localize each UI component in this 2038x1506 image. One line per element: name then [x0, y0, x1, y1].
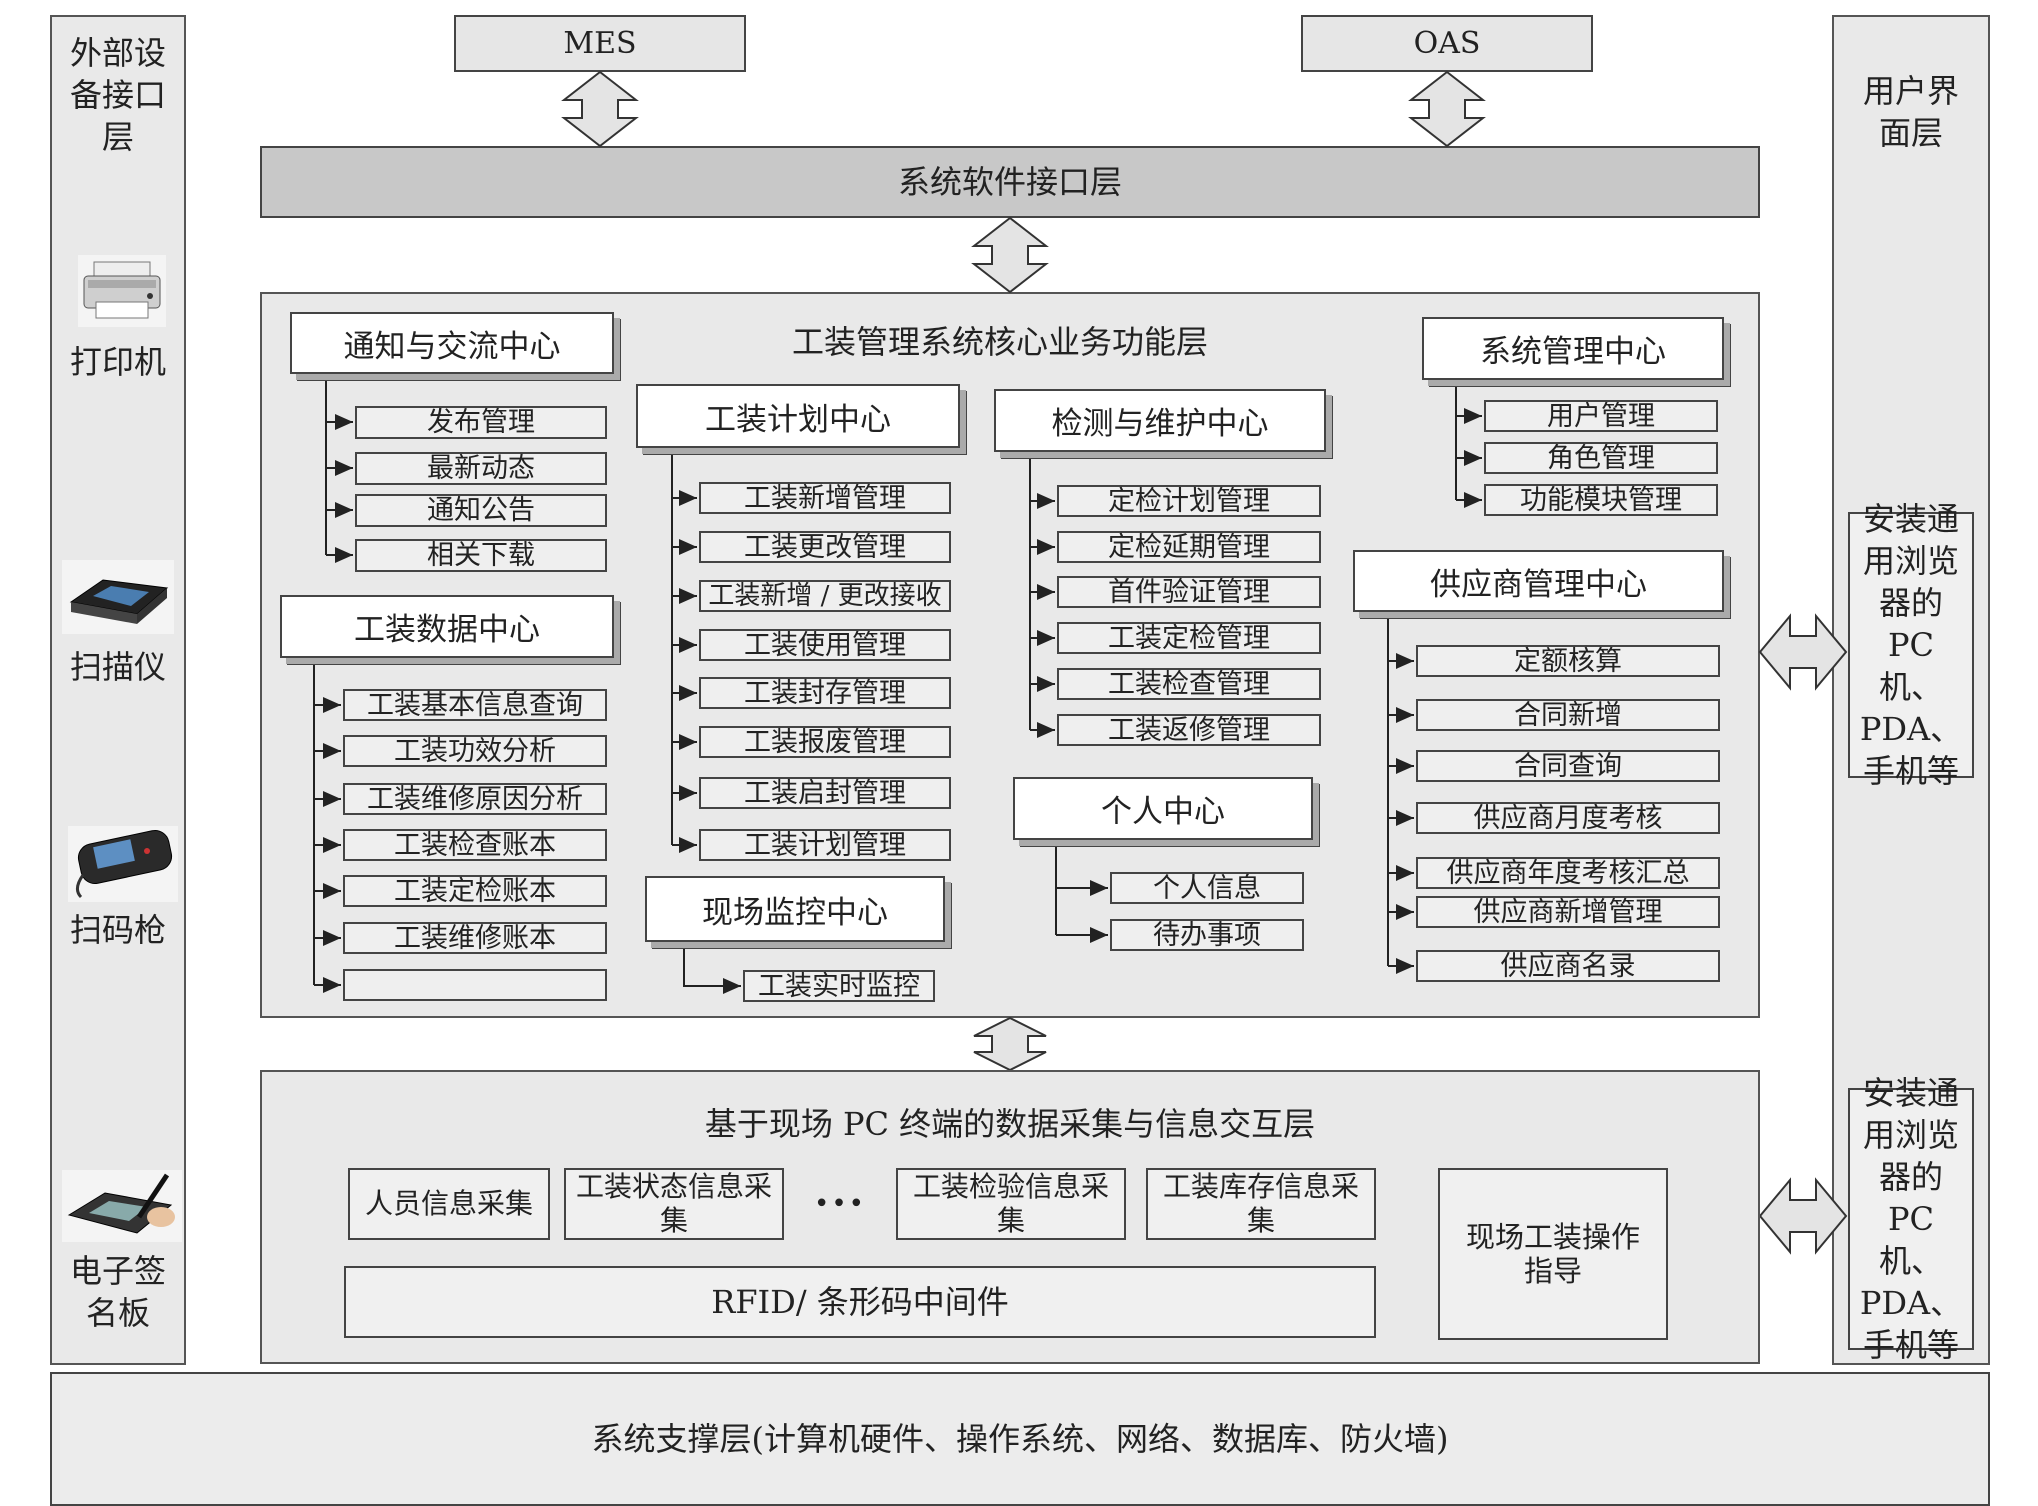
collect-box-inventory: 工装库存信息采集 [1146, 1168, 1376, 1240]
maint-item-5: 工装返修管理 [1057, 714, 1321, 746]
plan-item-5: 工装报废管理 [699, 726, 951, 758]
supplier-item-2: 合同查询 [1416, 750, 1720, 782]
device-label-scanner: 扫描仪 [69, 648, 166, 686]
system-support-layer: 系统支撑层(计算机硬件、操作系统、网络、数据库、防火墙) [50, 1372, 1990, 1506]
device-label-barcode-scanner: 扫码枪 [69, 911, 166, 949]
supplier-item-0: 定额核算 [1416, 645, 1720, 677]
data-item-1: 工装功效分析 [343, 735, 607, 767]
supplier-item-5: 供应商新增管理 [1416, 896, 1720, 928]
onsite-operation-guide: 现场工装操作指导 [1438, 1168, 1668, 1340]
data-collection-layer-title: 基于现场 PC 终端的数据采集与信息交互层 [704, 1105, 1316, 1143]
plan-item-1: 工装更改管理 [699, 531, 951, 563]
personal-item-todo: 待办事项 [1110, 919, 1304, 951]
plan-center-header: 工装计划中心 [636, 384, 960, 448]
signature-pad-icon [62, 1170, 182, 1242]
supplier-item-4: 供应商年度考核汇总 [1416, 857, 1720, 889]
plan-item-6: 工装启封管理 [699, 777, 951, 809]
collect-box-inspection: 工装检验信息采集 [896, 1168, 1126, 1240]
data-item-0: 工装基本信息查询 [343, 689, 607, 721]
supplier-item-1: 合同新增 [1416, 699, 1720, 731]
maint-item-2: 首件验证管理 [1057, 576, 1321, 608]
notice-item-announcement: 通知公告 [355, 494, 607, 527]
barcode-scanner-icon [68, 826, 178, 902]
maint-item-1: 定检延期管理 [1057, 531, 1321, 563]
double-arrow-interface-core [971, 216, 1049, 294]
data-item-3: 工装检查账本 [343, 829, 607, 861]
device-label-signature-pad: 电子签名板 [69, 1252, 166, 1332]
maintenance-center-header: 检测与维护中心 [994, 389, 1326, 452]
double-arrow-collect-ui [1758, 1177, 1848, 1255]
collect-box-personnel: 人员信息采集 [348, 1168, 550, 1240]
supplier-center-header: 供应商管理中心 [1353, 550, 1724, 612]
system-item-module: 功能模块管理 [1484, 484, 1718, 516]
monitor-center-header: 现场监控中心 [645, 876, 945, 942]
external-device-layer-title: 外部设备接口层 [69, 34, 166, 156]
data-item-2: 工装维修原因分析 [343, 783, 607, 815]
double-arrow-core-ui [1758, 613, 1848, 691]
plan-item-0: 工装新增管理 [699, 482, 951, 514]
system-item-user: 用户管理 [1484, 400, 1718, 432]
maint-item-4: 工装检查管理 [1057, 668, 1321, 700]
plan-item-2: 工装新增 / 更改接收 [699, 580, 951, 612]
supplier-item-3: 供应商月度考核 [1416, 802, 1720, 834]
personal-item-info: 个人信息 [1110, 872, 1304, 904]
collect-box-status: 工装状态信息采集 [564, 1168, 784, 1240]
device-label-printer: 打印机 [69, 343, 166, 381]
notice-center-header: 通知与交流中心 [290, 312, 614, 374]
double-arrow-core-collect [973, 1016, 1047, 1072]
rfid-barcode-middleware: RFID/ 条形码中间件 [344, 1266, 1376, 1338]
notice-item-publish: 发布管理 [355, 406, 607, 439]
plan-item-4: 工装封存管理 [699, 677, 951, 709]
scanner-icon [62, 560, 174, 634]
user-interface-layer-title: 用户界面层 [1862, 72, 1959, 152]
browser-devices-box-1: 安装通用浏览器的PC机、PDA、手机等 [1848, 500, 1974, 790]
system-item-role: 角色管理 [1484, 442, 1718, 474]
personal-center-header: 个人中心 [1013, 777, 1313, 840]
maint-item-0: 定检计划管理 [1057, 485, 1321, 517]
collect-ellipsis: ••• [813, 1189, 866, 1219]
supplier-item-6: 供应商名录 [1416, 950, 1720, 982]
data-center-header: 工装数据中心 [280, 595, 614, 658]
external-device-layer-panel [50, 15, 186, 1365]
plan-item-3: 工装使用管理 [699, 629, 951, 661]
system-software-interface-layer: 系统软件接口层 [260, 146, 1760, 218]
notice-item-news: 最新动态 [355, 452, 607, 485]
data-item-6 [343, 969, 607, 1001]
notice-item-download: 相关下载 [355, 539, 607, 572]
data-item-4: 工装定检账本 [343, 875, 607, 907]
system-center-header: 系统管理中心 [1422, 317, 1724, 380]
browser-devices-box-2: 安装通用浏览器的PC机、PDA、手机等 [1848, 1074, 1974, 1364]
core-business-layer-title: 工装管理系统核心业务功能层 [791, 323, 1208, 361]
plan-item-7: 工装计划管理 [699, 829, 951, 861]
double-arrow-mes [561, 70, 639, 148]
data-item-5: 工装维修账本 [343, 922, 607, 954]
maint-item-3: 工装定检管理 [1057, 622, 1321, 654]
double-arrow-oas [1408, 70, 1486, 148]
printer-icon [78, 255, 166, 327]
monitor-item-realtime: 工装实时监控 [743, 970, 935, 1002]
mes-box: MES [454, 15, 746, 72]
